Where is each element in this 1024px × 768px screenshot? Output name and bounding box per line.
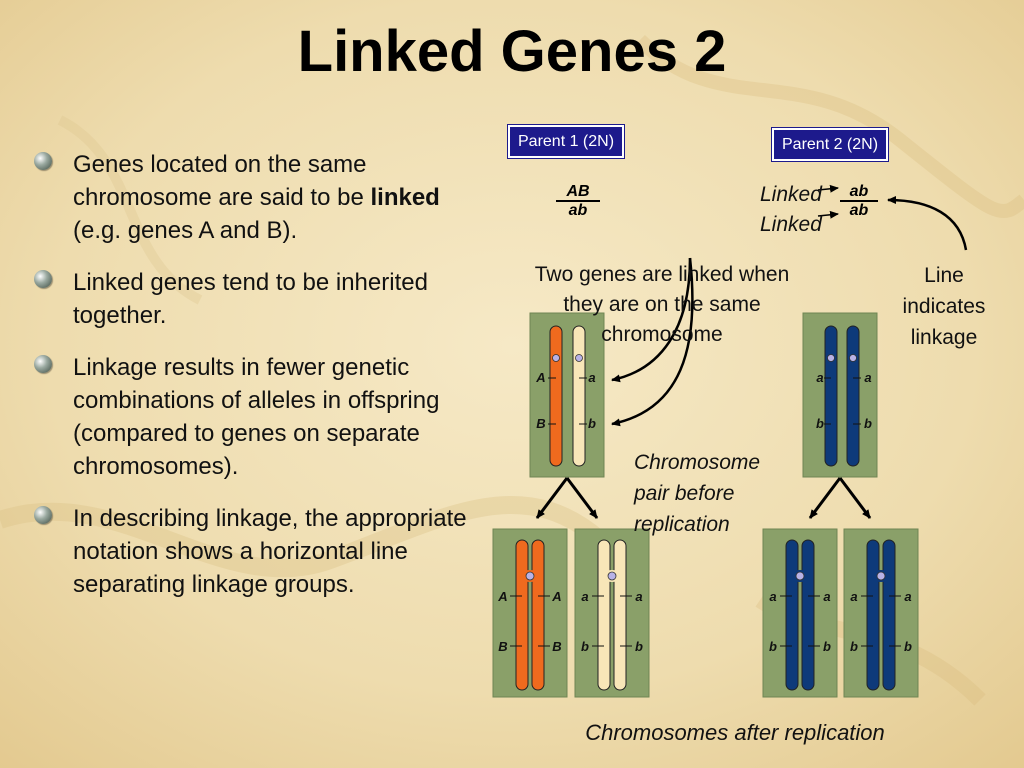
bullet-text: (e.g. genes A and B). — [73, 217, 298, 244]
bullet-item: Linked genes tend to be inherited togeth… — [30, 266, 470, 332]
bullet-icon — [34, 355, 52, 373]
allele-label: b — [769, 639, 777, 654]
bullet-item: In describing linkage, the appropriate n… — [30, 502, 470, 601]
bullet-icon — [34, 270, 52, 288]
replication-arrow-left — [535, 477, 569, 519]
bullet-icon — [34, 506, 52, 524]
allele-label: b — [850, 639, 858, 654]
allele-label: B — [552, 639, 561, 654]
bullet-item: Genes located on the same chromosome are… — [30, 148, 470, 247]
bullet-list: Genes located on the same chromosome are… — [30, 148, 470, 620]
parent2-genotype: ab ab — [840, 183, 878, 219]
replicated-chromosome-ab-p2b — [882, 539, 896, 691]
allele-label: a — [823, 589, 830, 604]
parent2-denominator: ab — [849, 202, 869, 219]
replicated-chromosome-ab-p2b — [866, 539, 880, 691]
page-title: Linked Genes 2 — [297, 19, 727, 84]
allele-label: b — [864, 416, 872, 431]
replicated-chromosome-AB — [531, 539, 545, 691]
centromere — [795, 571, 805, 581]
allele-label: A — [497, 589, 507, 604]
replication-arrow-right — [565, 477, 599, 519]
allele-label: a — [769, 589, 776, 604]
parent1-chromosome-a — [572, 325, 586, 467]
replicated-chromosome-AB — [515, 539, 529, 691]
after-replication-panel — [574, 528, 650, 698]
allele-label: b — [816, 416, 824, 431]
replicated-chromosome-ab-p1 — [613, 539, 627, 691]
parent1-chromosome-panel — [529, 312, 605, 478]
bullet-item: Linkage results in fewer genetic combina… — [30, 351, 470, 483]
parent2-chromosome-a1 — [824, 325, 838, 467]
linked-tag-1: Linked — [760, 183, 822, 206]
replication-arrow-left — [808, 477, 842, 519]
allele-label: b — [635, 639, 643, 654]
allele-label: b — [581, 639, 589, 654]
parent2-numerator: ab — [840, 183, 878, 202]
bullet-text: Linked genes tend to be inherited togeth… — [73, 269, 428, 329]
after-replication-panel — [492, 528, 568, 698]
allele-label: a — [635, 589, 642, 604]
after-replication-label: Chromosomes after replication — [585, 720, 885, 745]
parent1-denominator: ab — [568, 202, 588, 219]
centromere — [827, 354, 835, 362]
bullet-text: Linkage results in fewer genetic combina… — [73, 354, 440, 480]
centromere — [525, 571, 535, 581]
allele-label: a — [581, 589, 588, 604]
bullet-icon — [34, 152, 52, 170]
bullet-text: In describing linkage, the appropriate n… — [73, 505, 467, 598]
allele-label: a — [588, 370, 595, 385]
allele-label: b — [904, 639, 912, 654]
linkage-arrow-a — [611, 257, 692, 383]
replicated-chromosome-ab-p1 — [597, 539, 611, 691]
allele-label: a — [850, 589, 857, 604]
line-indicates-linkage: Line indicates linkage — [902, 264, 986, 349]
parent2-chromosome-a2 — [846, 325, 860, 467]
bullet-text: Genes located on the same chromosome are… — [73, 151, 371, 211]
parent1-chromosome-A — [549, 325, 563, 467]
bullet-bold-text: linked — [370, 184, 440, 211]
parent1-label: Parent 1 (2N) — [506, 124, 626, 159]
after-replication-panel — [762, 528, 838, 698]
centromere — [876, 571, 886, 581]
allele-label: a — [864, 370, 871, 385]
parent2-label: Parent 2 (2N) — [770, 127, 890, 162]
centromere — [552, 354, 560, 362]
allele-label: B — [536, 416, 545, 431]
parent2-chromosome-panel — [802, 312, 878, 478]
allele-label: A — [535, 370, 545, 385]
before-replication-label: Chromosome pair before replication — [634, 451, 761, 536]
linked-tag-arrow-1 — [817, 184, 839, 193]
centromere — [607, 571, 617, 581]
allele-label: b — [823, 639, 831, 654]
after-replication-panel — [843, 528, 919, 698]
replication-arrow-right — [838, 477, 872, 519]
replicated-chromosome-ab-p2a — [801, 539, 815, 691]
centromere — [849, 354, 857, 362]
allele-label: A — [551, 589, 561, 604]
parent1-genotype: AB ab — [556, 183, 600, 219]
allele-label: b — [588, 416, 596, 431]
allele-label: a — [904, 589, 911, 604]
allele-label: B — [498, 639, 507, 654]
parent1-numerator: AB — [556, 183, 600, 202]
linked-tag-2: Linked — [760, 213, 822, 236]
linkage-arrow-b — [611, 257, 694, 427]
centromere — [575, 354, 583, 362]
line-indicates-arrow — [887, 196, 968, 251]
linked-tag-arrow-2 — [817, 210, 839, 219]
replicated-chromosome-ab-p2a — [785, 539, 799, 691]
linked-explanation: Two genes are linked when they are on th… — [534, 263, 790, 346]
allele-label: a — [816, 370, 823, 385]
